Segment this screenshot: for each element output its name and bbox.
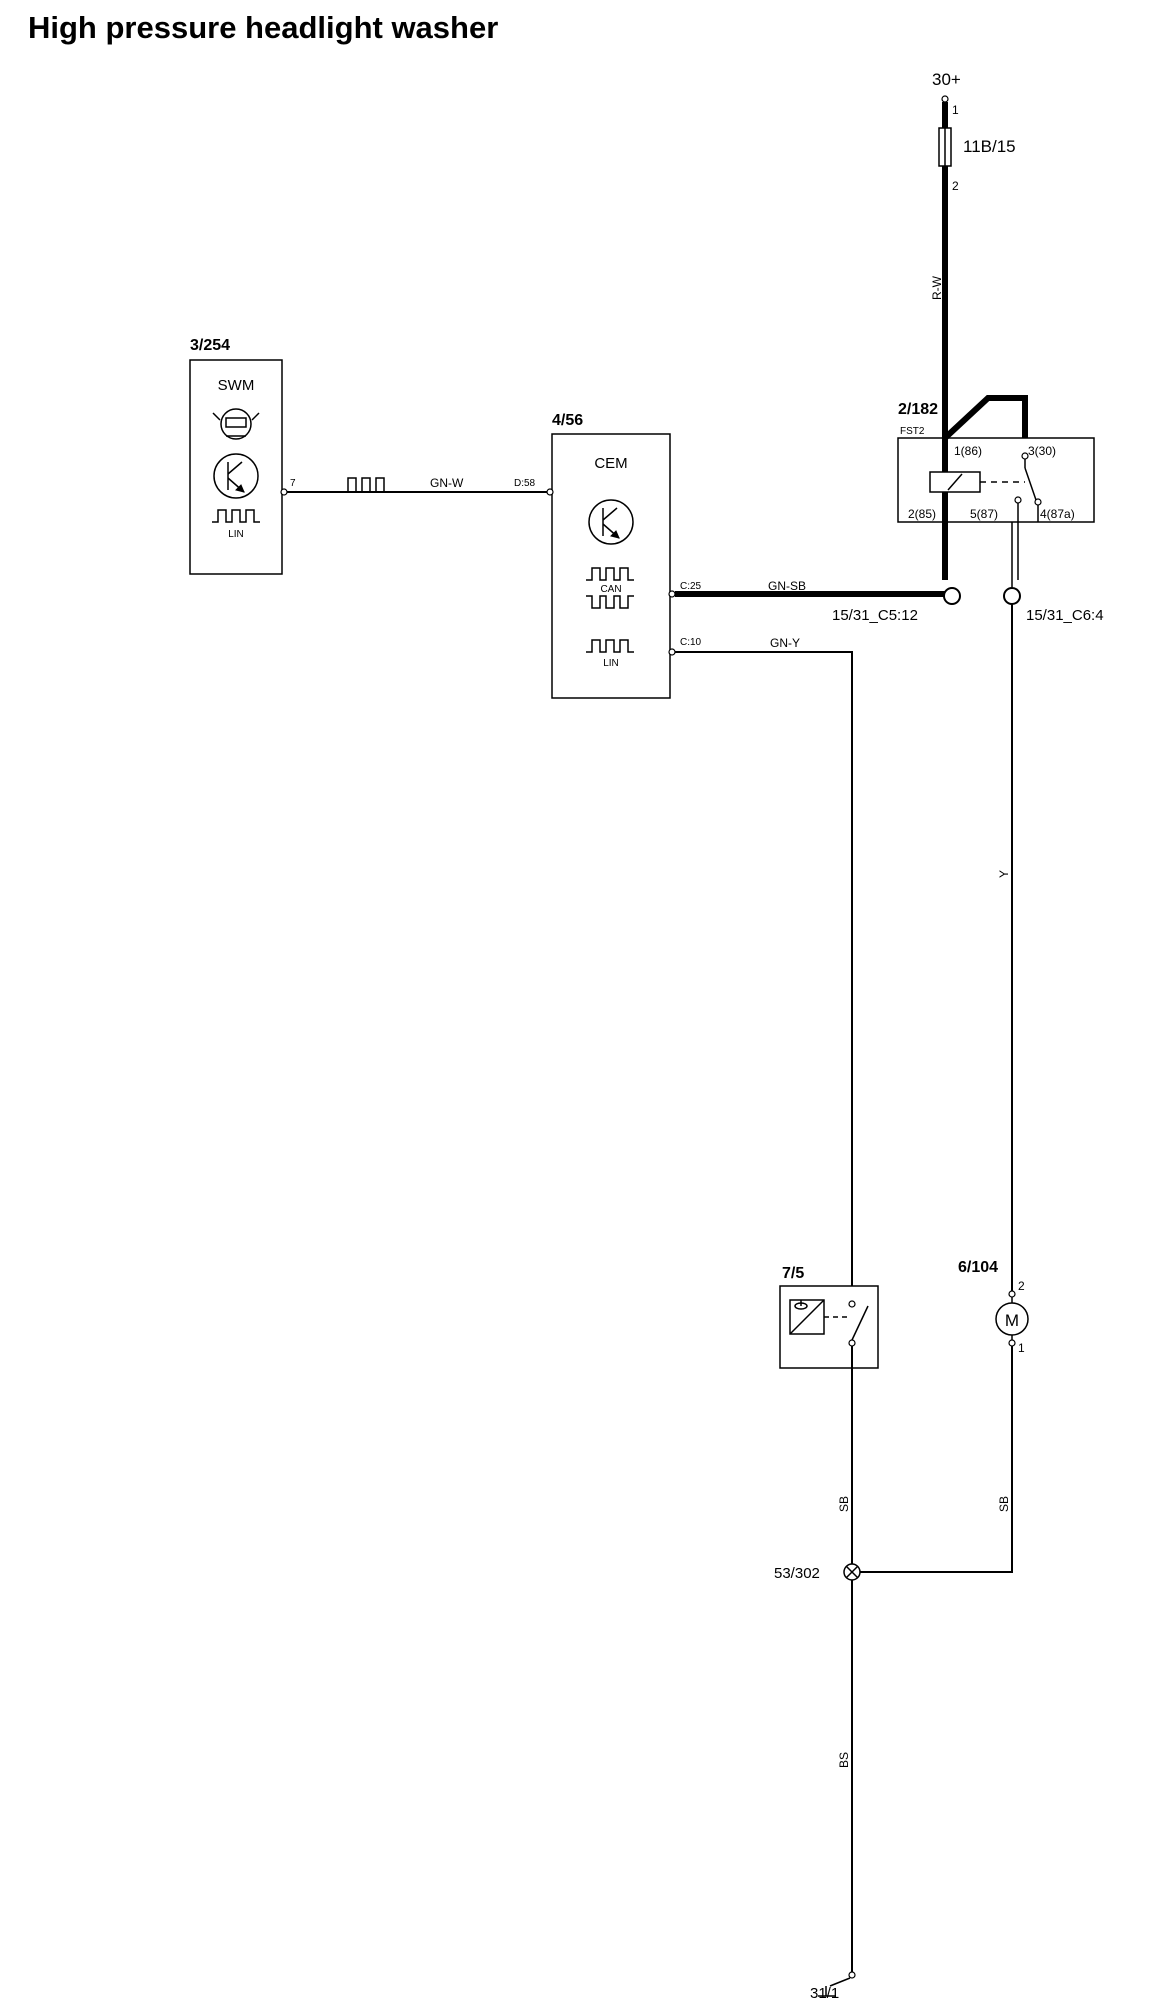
motor-pin-top-label: 2 xyxy=(1018,1279,1025,1293)
cem-can-label: CAN xyxy=(600,584,621,595)
relay-pin-2-label: 2(85) xyxy=(908,507,936,521)
wire-label-sb1: SB xyxy=(837,1496,851,1512)
switch-box xyxy=(779,1285,879,1369)
ground-label: 31/1 xyxy=(810,1985,839,2000)
relay-2-182: 2/182 FST2 1(86) 3(30) 2(85) 5(87) 4(87a… xyxy=(897,395,1095,580)
connector-c5-12 xyxy=(943,587,961,605)
fuse-11b-15: 11B/15 2 xyxy=(938,127,1016,193)
splice-53-302: 53/302 xyxy=(774,1563,861,1582)
lin-signal-icon: LIN xyxy=(212,509,260,540)
cem-name: CEM xyxy=(594,455,627,472)
wire-label-rw: R-W xyxy=(930,275,944,300)
fuse-pin-in-label: 1 xyxy=(952,103,959,117)
power-label: 30+ xyxy=(932,70,961,89)
swm-pin-label: 7 xyxy=(290,478,296,489)
fuse-pin-out-label: 2 xyxy=(952,179,959,193)
relay-contact-87a xyxy=(1034,498,1042,506)
motor-6-104: 6/104 2 M 1 xyxy=(958,1259,1029,1355)
motor-pin-bottom-label: 1 xyxy=(1018,1341,1025,1355)
fuse-ref: 11B/15 xyxy=(963,137,1016,156)
ground-lead xyxy=(829,1977,851,1987)
connector-c5-label: 15/31_C5:12 xyxy=(832,607,918,624)
relay-pin-5-label: 5(87) xyxy=(970,507,998,521)
swm-lin-label: LIN xyxy=(228,529,244,540)
motor-ref: 6/104 xyxy=(958,1259,998,1276)
fuse-pin-1 xyxy=(941,95,949,103)
lin-signal-icon: LIN xyxy=(586,639,634,669)
wire-label-gnsb: GN-SB xyxy=(768,579,806,593)
relay-pin-3-label: 3(30) xyxy=(1028,444,1056,458)
relay-ref: 2/182 xyxy=(898,401,938,418)
motor-symbol: M xyxy=(1005,1311,1019,1330)
relay-coil-diagonal xyxy=(947,473,963,491)
connector-c6-4 xyxy=(1003,587,1021,605)
ground-pin xyxy=(848,1971,856,1979)
cem-pin-d58-label: D:58 xyxy=(514,478,536,489)
relay-sub: FST2 xyxy=(900,426,925,437)
swm-pin-7 xyxy=(280,488,288,496)
swm-module: 3/254 SWM LIN 7 xyxy=(189,337,296,575)
cem-module: 4/56 CEM D:58 CAN LIN C:25 C:10 xyxy=(514,412,702,699)
wire-label-y: Y xyxy=(997,870,1011,878)
cem-lin-label: LIN xyxy=(603,658,619,669)
relay-pin-1-label: 1(86) xyxy=(954,444,982,458)
wire-sb-motor xyxy=(860,1346,1013,1573)
ground-31-1: 31/1 xyxy=(810,1971,856,2000)
cem-pin-d58 xyxy=(546,488,554,496)
cem-pin-c10 xyxy=(668,648,676,656)
cem-pin-c25 xyxy=(668,590,676,598)
transistor-icon xyxy=(588,499,634,545)
transistor-icon xyxy=(213,453,259,499)
swm-name: SWM xyxy=(218,377,255,394)
relay-bridge-wire xyxy=(942,395,1028,441)
relay-pin-4-label: 4(87a) xyxy=(1040,507,1075,521)
wire-label-gnw: GN-W xyxy=(430,476,464,490)
lin-pulse-icon xyxy=(343,477,390,493)
cem-box xyxy=(551,433,671,699)
motor-pin-1 xyxy=(1008,1339,1016,1347)
can-signal-icon: CAN xyxy=(586,567,634,609)
switch-pin-top xyxy=(848,1300,856,1308)
wire-gn-y xyxy=(675,651,853,1302)
switch-contact-arm xyxy=(851,1305,869,1341)
wire-label-bs: BS xyxy=(837,1752,851,1768)
wire-label-gny: GN-Y xyxy=(770,636,800,650)
cem-ref: 4/56 xyxy=(552,412,583,429)
warning-lamp-icon xyxy=(212,408,260,440)
swm-ref: 3/254 xyxy=(190,337,230,354)
relay-contact-87 xyxy=(1014,496,1022,504)
cem-pin-c25-label: C:25 xyxy=(680,581,702,592)
relay-contact-arm xyxy=(1024,467,1037,501)
diagram-title: High pressure headlight washer xyxy=(28,10,498,45)
switch-7-5: 7/5 xyxy=(779,1265,879,1369)
connector-c6-label: 15/31_C6:4 xyxy=(1026,607,1104,624)
splice-label: 53/302 xyxy=(774,1565,820,1582)
switch-ref: 7/5 xyxy=(782,1265,804,1282)
cem-pin-c10-label: C:10 xyxy=(680,637,702,648)
motor-pin-2 xyxy=(1008,1290,1016,1298)
wire-label-sb2: SB xyxy=(997,1496,1011,1512)
switch-pin-bottom xyxy=(848,1339,856,1347)
